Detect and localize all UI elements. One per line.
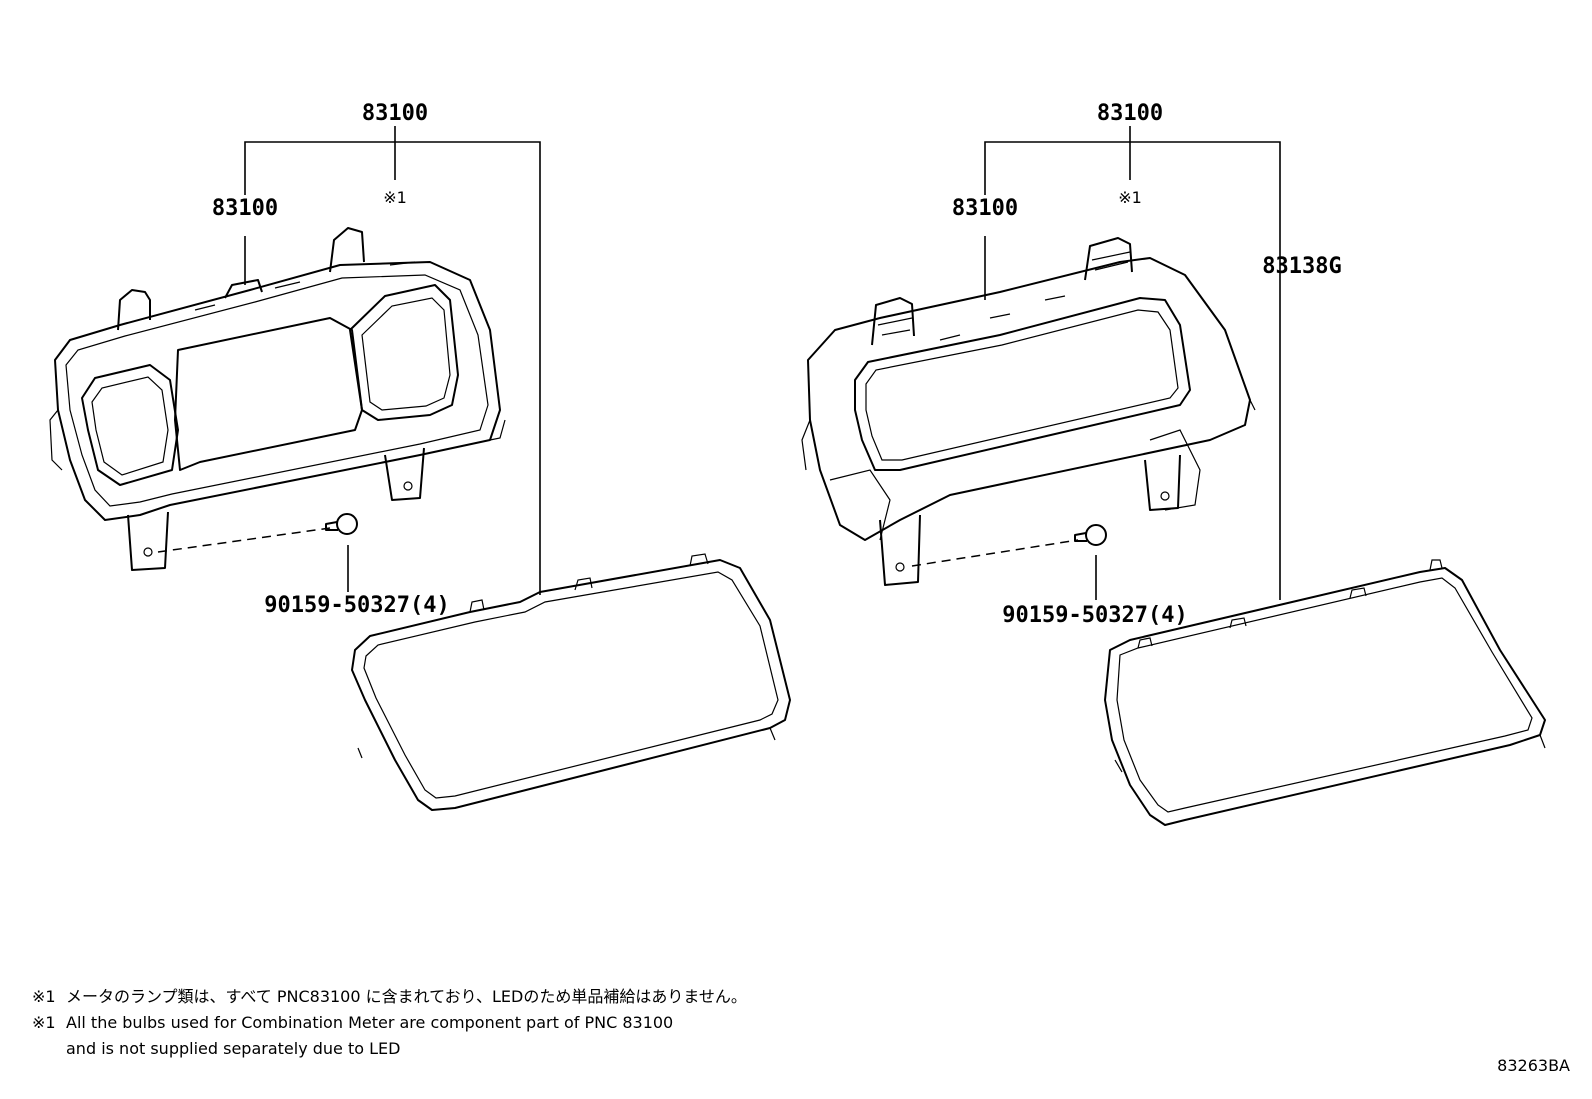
left-sub-label: 83100 xyxy=(212,196,278,221)
note-text: and is not supplied separately due to LE… xyxy=(66,1039,401,1058)
note-japanese: ※1 メータのランプ類は、すべて PNC83100 に含まれており、LEDのため単… xyxy=(32,984,747,1010)
right-cover-glass xyxy=(1104,559,1546,826)
left-screw xyxy=(157,513,358,553)
right-glass-label: 83138G xyxy=(1262,254,1341,279)
left-cover-glass xyxy=(351,553,791,811)
left-meter-housing xyxy=(49,227,506,571)
right-assembly: 83100 83100 ※1 83138G 90159-50327(4) xyxy=(801,101,1546,826)
left-screw-label: 90159-50327(4) xyxy=(264,593,449,618)
note-text: All the bulbs used for Combination Meter… xyxy=(66,1013,674,1032)
right-bracket-line xyxy=(984,141,1281,600)
right-meter-housing xyxy=(801,237,1256,586)
left-assembly: 83100 83100 ※1 90159-50327(4) xyxy=(49,101,791,811)
right-top-label: 83100 xyxy=(1097,101,1163,126)
left-bracket-line xyxy=(244,141,541,595)
note-mark: ※1 xyxy=(32,1013,56,1032)
right-screw-label: 90159-50327(4) xyxy=(1002,603,1187,628)
figure-code: 83263BA xyxy=(1497,1056,1570,1075)
note-text: メータのランプ類は、すべて PNC83100 に含まれており、LEDのため単品補… xyxy=(66,987,747,1006)
right-note-mark: ※1 xyxy=(1118,188,1142,207)
left-note-mark: ※1 xyxy=(383,188,407,207)
left-top-label: 83100 xyxy=(362,101,428,126)
right-screw xyxy=(911,524,1107,567)
note-mark: ※1 xyxy=(32,987,56,1006)
note-english-1: ※1 All the bulbs used for Combination Met… xyxy=(32,1010,747,1036)
right-sub-label: 83100 xyxy=(952,196,1018,221)
footnotes: ※1 メータのランプ類は、すべて PNC83100 に含まれており、LEDのため単… xyxy=(32,984,747,1062)
note-english-2: and is not supplied separately due to LE… xyxy=(32,1036,747,1062)
